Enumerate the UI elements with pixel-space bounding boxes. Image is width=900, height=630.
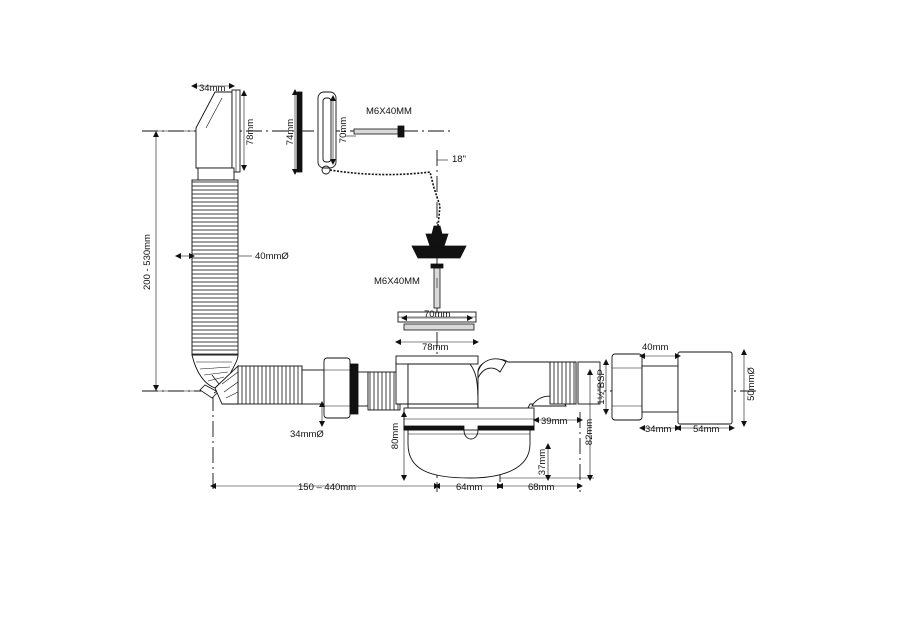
dimension-lines bbox=[148, 83, 747, 489]
label-78mm-plug: 78mm bbox=[422, 342, 448, 353]
label-screw-top: M6X40MM bbox=[366, 106, 412, 117]
overflow-face-plate bbox=[296, 91, 405, 173]
label-78mm: 78mm bbox=[245, 119, 256, 145]
hose-connector bbox=[301, 357, 401, 419]
label-angle-18: 18" bbox=[452, 154, 466, 165]
rubber-plug bbox=[411, 225, 467, 309]
label-50mm-diameter: 50mmØ bbox=[746, 367, 757, 401]
overflow-outlet bbox=[195, 89, 241, 181]
trap-body bbox=[395, 355, 577, 479]
label-34mm-diameter: 34mmØ bbox=[290, 429, 324, 440]
label-screw-plug: M6X40MM bbox=[374, 276, 420, 287]
label-64mm: 64mm bbox=[456, 482, 482, 493]
plug-chain bbox=[321, 159, 448, 227]
label-hose-diameter: 40mmØ bbox=[255, 251, 289, 262]
label-74mm: 74mm bbox=[285, 119, 296, 145]
label-80mm: 80mm bbox=[390, 423, 401, 449]
label-length-range: 150 – 440mm bbox=[298, 482, 356, 493]
label-34mm-top: 34mm bbox=[199, 83, 225, 94]
flexible-overflow-hose bbox=[191, 179, 303, 405]
label-37mm: 37mm bbox=[537, 449, 548, 475]
label-height-range: 200 - 530mm bbox=[142, 234, 153, 290]
label-82mm: 82mm bbox=[584, 419, 595, 445]
label-70mm-plug: 70mm bbox=[424, 309, 450, 320]
label-54mm: 54mm bbox=[693, 424, 719, 435]
label-68mm: 68mm bbox=[528, 482, 554, 493]
label-thread-bsp: 1½"BSP bbox=[596, 369, 607, 405]
label-39mm: 39mm bbox=[541, 416, 567, 427]
dimension-labels: 34mm 78mm 74mm 70mm M6X40MM 18" 40mmØ 20… bbox=[142, 83, 757, 493]
label-34mm-adapter: 34mm bbox=[645, 424, 671, 435]
label-40mm-adapter: 40mm bbox=[642, 342, 668, 353]
label-70mm-vertical: 70mm bbox=[338, 117, 349, 143]
